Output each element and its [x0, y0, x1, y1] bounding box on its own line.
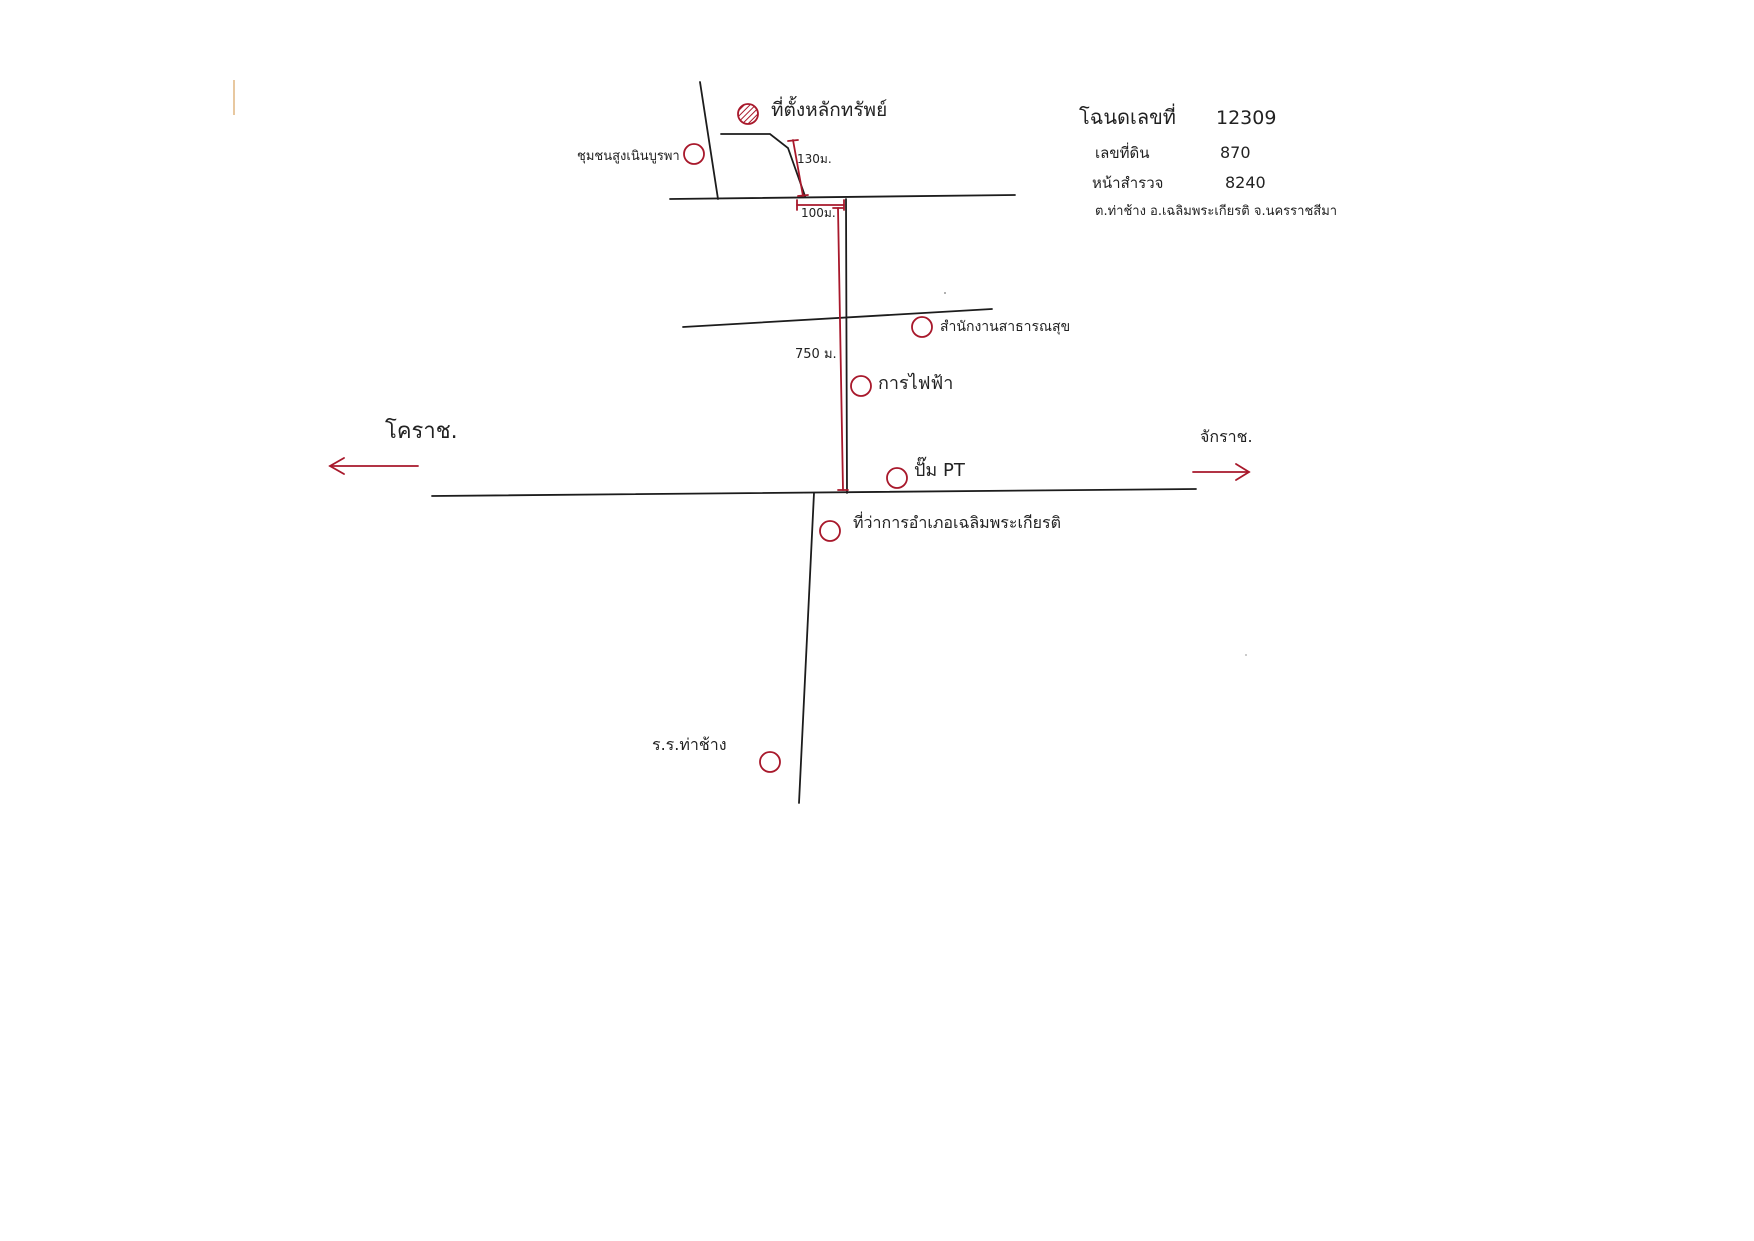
circle-icon	[886, 467, 908, 489]
landmark-district-office: ที่ว่าการอำเภอเฉลิมพระเกียรติ	[819, 511, 1061, 542]
circle-icon	[683, 143, 705, 165]
distance-label-100m: 100ม.	[801, 206, 836, 220]
hatched-circle-icon	[737, 103, 759, 125]
distance-label-130m: 130ม.	[797, 152, 832, 166]
location-line: ต.ท่าช้าง อ.เฉลิมพระเกียรติ จ.นครราชสีมา	[1095, 203, 1337, 219]
direction-left-label: โคราช.	[385, 418, 458, 444]
arrow-left-icon	[328, 457, 419, 475]
property-access-lane	[720, 133, 806, 197]
scan-speck	[1245, 654, 1247, 656]
landmark-label: ชุมชนสูงเนินบูรพา	[577, 149, 680, 164]
deed-number-value: 12309	[1216, 107, 1276, 129]
survey-page-value: 8240	[1225, 173, 1266, 192]
distance-label-750m: 750 ม.	[795, 347, 837, 362]
property-label: ที่ตั้งหลักทรัพย์	[771, 96, 887, 121]
distance-marker-100m	[796, 199, 845, 211]
deed-info-block: โฉนดเลขที่ 12309 เลขที่ดิน 870 หน้าสำรวจ…	[1079, 103, 1337, 219]
circle-icon	[850, 375, 872, 397]
road-top-left-vertical	[699, 81, 719, 200]
road-vertical-south	[798, 492, 815, 804]
property-marker: ที่ตั้งหลักทรัพย์	[737, 96, 887, 125]
direction-right-label: จักราช.	[1200, 427, 1253, 446]
survey-page-label: หน้าสำรวจ	[1092, 174, 1163, 192]
landmark-community-house: ชุมชนสูงเนินบูรพา	[577, 143, 705, 165]
arrow-right-icon	[1192, 463, 1251, 481]
circle-icon	[911, 316, 933, 338]
road-upper-horizontal	[669, 194, 1016, 200]
landmark-label: การไฟฟ้า	[878, 372, 953, 394]
landmark-pt-station: ปั๊ม PT	[886, 456, 966, 489]
circle-icon	[759, 751, 781, 773]
landmark-public-health: สำนักงานสาธารณสุข	[911, 316, 1070, 338]
landmark-label: ร.ร.ท่าช้าง	[652, 735, 727, 754]
road-middle-horizontal	[682, 308, 993, 328]
scan-speck	[944, 292, 946, 294]
landmark-label: ที่ว่าการอำเภอเฉลิมพระเกียรติ	[853, 511, 1061, 532]
distance-marker-130m	[787, 139, 809, 197]
land-number-label: เลขที่ดิน	[1095, 142, 1149, 162]
landmark-school: ร.ร.ท่าช้าง	[652, 735, 781, 773]
landmark-electricity: การไฟฟ้า	[850, 372, 953, 397]
road-vertical-north	[845, 198, 848, 494]
landmark-label: ปั๊ม PT	[914, 456, 966, 481]
landmark-label: สำนักงานสาธารณสุข	[940, 319, 1070, 335]
distance-marker-750m	[832, 207, 849, 491]
circle-icon	[819, 520, 841, 542]
deed-number-label: โฉนดเลขที่	[1079, 103, 1176, 129]
land-number-value: 870	[1220, 143, 1251, 162]
